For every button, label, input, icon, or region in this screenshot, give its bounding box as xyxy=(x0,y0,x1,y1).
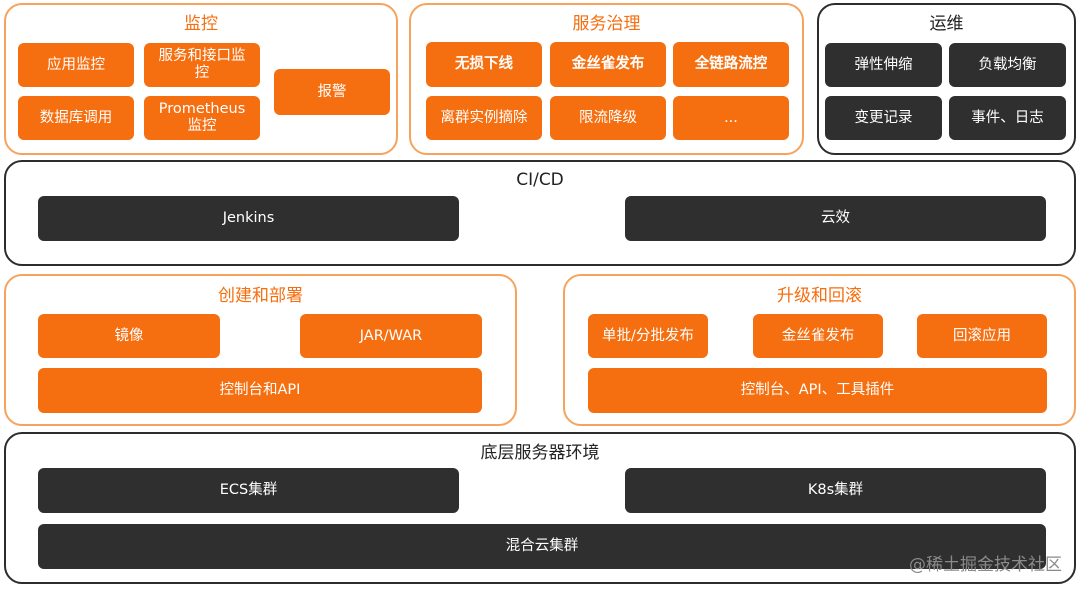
upgrade-title: 升级和回滚 xyxy=(777,286,862,306)
autoscaling-box: 弹性伸缩 xyxy=(825,43,942,87)
load-balancing-box: 负载均衡 xyxy=(949,43,1066,87)
more-box: ... xyxy=(673,96,789,140)
infra-title: 底层服务器环境 xyxy=(480,443,600,463)
deploy-panel: 创建和部署 镜像 JAR/WAR 控制台和API xyxy=(4,274,517,426)
ops-panel: 运维 弹性伸缩 负载均衡 变更记录 事件、日志 xyxy=(817,3,1076,155)
image-box: 镜像 xyxy=(38,314,220,358)
service-interface-monitoring-box: 服务和接口监控 xyxy=(144,43,260,87)
infra-panel: 底层服务器环境 ECS集群 K8s集群 混合云集群 xyxy=(4,432,1076,584)
governance-panel: 服务治理 无损下线 金丝雀发布 全链路流控 离群实例摘除 限流降级 ... xyxy=(409,3,804,155)
monitoring-panel: 监控 应用监控 服务和接口监控 报警 数据库调用 Prometheus监控 xyxy=(4,3,398,155)
lossless-offline-box: 无损下线 xyxy=(426,42,542,87)
jenkins-box: Jenkins xyxy=(38,196,459,241)
database-call-box: 数据库调用 xyxy=(18,96,134,140)
alert-box: 报警 xyxy=(274,69,390,115)
hybrid-cloud-cluster-box: 混合云集群 xyxy=(38,524,1046,569)
change-record-box: 变更记录 xyxy=(825,96,942,140)
full-link-flow-control-box: 全链路流控 xyxy=(673,42,789,87)
console-api-box: 控制台和API xyxy=(38,368,482,413)
monitoring-title: 监控 xyxy=(184,14,218,34)
ops-title: 运维 xyxy=(929,14,964,34)
canary-release-box: 金丝雀发布 xyxy=(550,42,666,87)
prometheus-monitoring-box: Prometheus监控 xyxy=(144,96,260,140)
watermark: @稀土掘金技术社区 xyxy=(909,555,1062,575)
upgrade-panel: 升级和回滚 单批/分批发布 金丝雀发布 回滚应用 控制台、API、工具插件 xyxy=(563,274,1076,426)
rate-limit-degrade-box: 限流降级 xyxy=(550,96,666,140)
console-api-tools-box: 控制台、API、工具插件 xyxy=(588,368,1047,413)
cicd-panel: CI/CD Jenkins 云效 xyxy=(4,160,1076,266)
deploy-title: 创建和部署 xyxy=(218,286,303,306)
events-logs-box: 事件、日志 xyxy=(949,96,1066,140)
jar-war-box: JAR/WAR xyxy=(300,314,482,358)
cicd-title: CI/CD xyxy=(516,170,564,190)
governance-title: 服务治理 xyxy=(572,14,641,34)
yunxiao-box: 云效 xyxy=(625,196,1046,241)
outlier-removal-box: 离群实例摘除 xyxy=(426,96,542,140)
k8s-cluster-box: K8s集群 xyxy=(625,468,1046,513)
app-monitoring-box: 应用监控 xyxy=(18,43,134,87)
ecs-cluster-box: ECS集群 xyxy=(38,468,459,513)
upgrade-canary-release-box: 金丝雀发布 xyxy=(753,314,883,358)
batch-release-box: 单批/分批发布 xyxy=(588,314,708,358)
rollback-app-box: 回滚应用 xyxy=(917,314,1047,358)
